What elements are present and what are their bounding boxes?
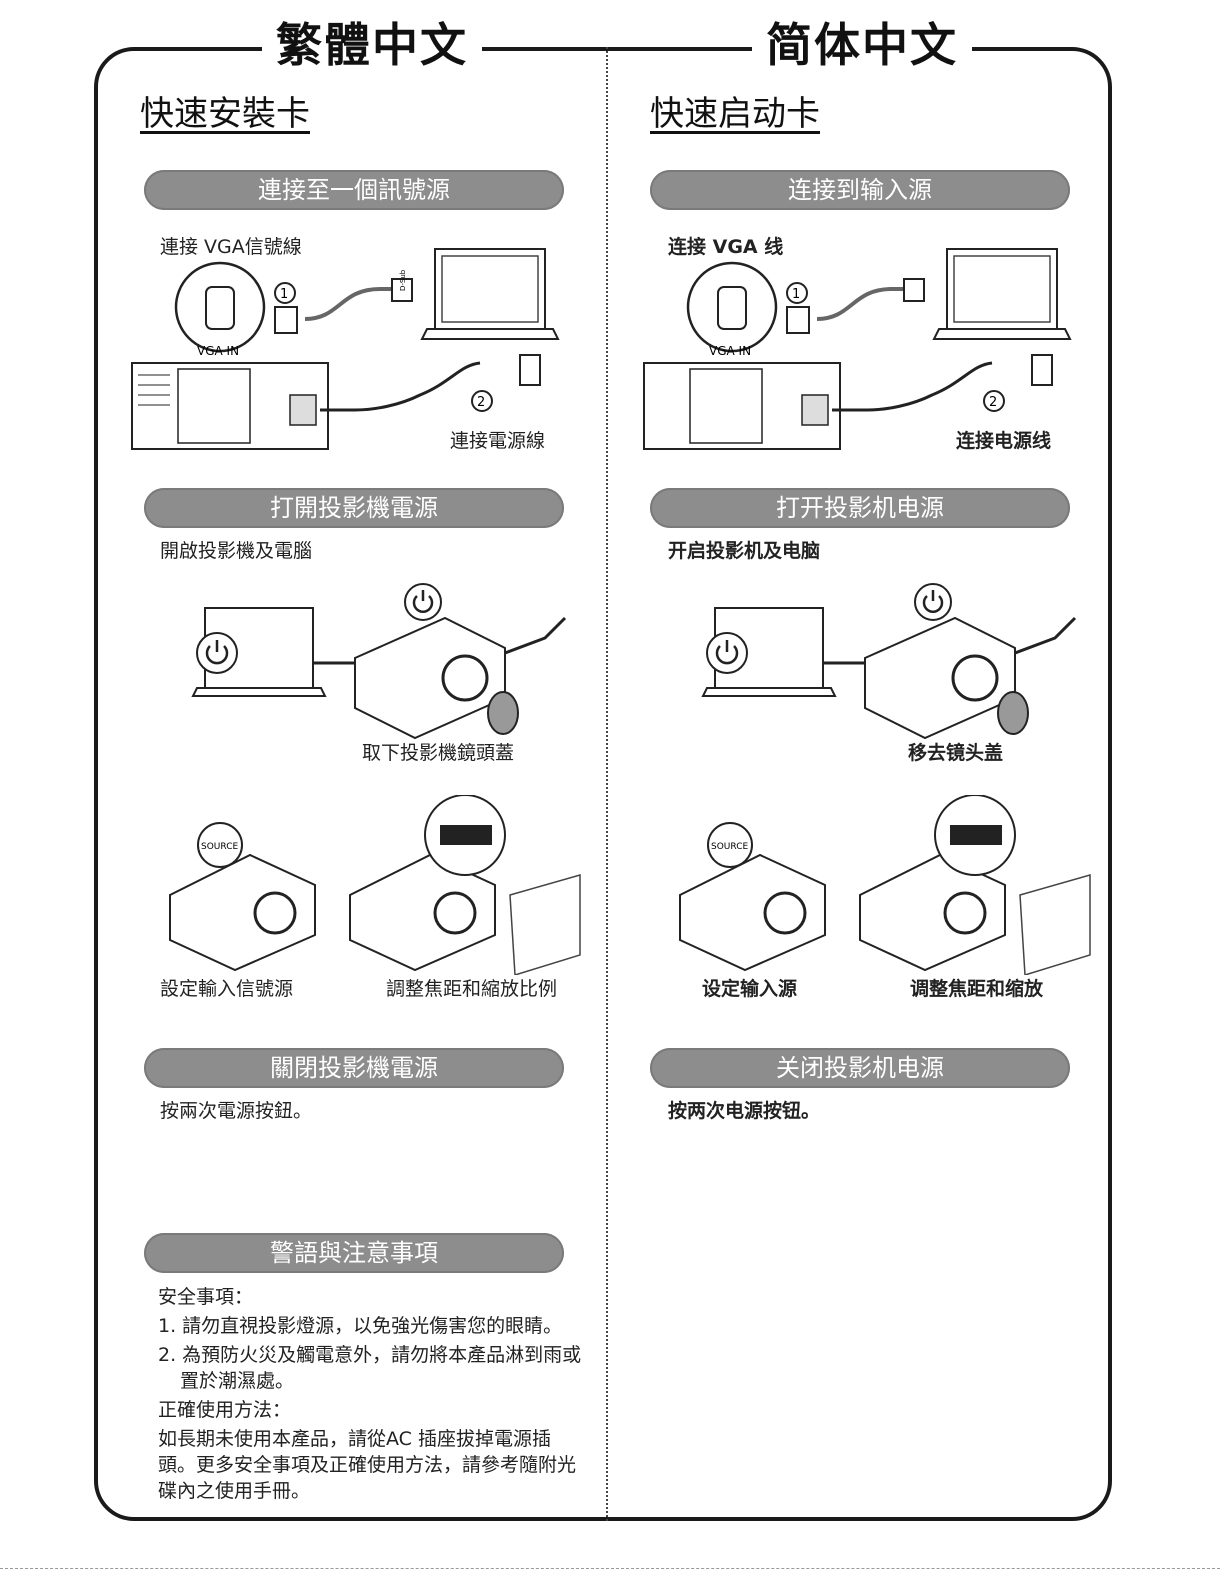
section-connect-traditional: 連接至一個訊號源 — [144, 170, 564, 210]
connect-vga-simplified: 连接 VGA 线 — [668, 236, 784, 258]
source-label: SOURCE — [711, 842, 748, 852]
laptop-icon — [420, 248, 560, 340]
step-2-badge: 2 — [989, 395, 997, 410]
projector-rear-icon — [643, 362, 841, 450]
projector-icon — [349, 853, 496, 972]
connect-power-simplified: 连接电源线 — [956, 430, 1052, 452]
usage-text: 如長期未使用本產品，請從AC 插座拔掉電源插頭。更多安全事項及正確使用方法，請參… — [158, 1428, 577, 1502]
column-divider — [606, 47, 608, 1521]
source-focus-illustration-traditional: SOURCE — [169, 795, 581, 975]
power-button-icon — [404, 583, 442, 621]
laptop-icon — [701, 607, 837, 697]
set-source-simplified: 设定输入源 — [702, 978, 798, 1000]
power-on-text-simplified: 开启投影机及电脑 — [668, 540, 821, 562]
source-label: SOURCE — [201, 842, 238, 852]
svg-text:1: 1 — [280, 287, 288, 302]
projector-icon — [864, 616, 1029, 740]
safety-item-1: 1. 請勿直視投影燈源，以免強光傷害您的眼睛。 — [158, 1315, 563, 1337]
power-button-icon — [914, 583, 952, 621]
heading-traditional: 繁體中文 — [262, 14, 482, 76]
power-button-icon — [196, 632, 238, 674]
power-cable-icon: 2 — [320, 354, 541, 412]
power-on-text-traditional: 開啟投影機及電腦 — [160, 540, 313, 562]
step-2-badge: 2 — [477, 395, 485, 410]
section-power-on-traditional: 打開投影機電源 — [144, 488, 564, 528]
section-warning-traditional: 警語與注意事項 — [144, 1233, 564, 1273]
warning-notes: 安全事項： 1. 請勿直視投影燈源，以免強光傷害您的眼睛。 2. 為預防火災及觸… — [158, 1284, 588, 1507]
section-connect-simplified: 连接到输入源 — [650, 170, 1070, 210]
step-1-badge: 1 — [786, 282, 808, 304]
projector-icon — [169, 853, 316, 972]
vga-port-callout: VGA IN — [686, 261, 778, 358]
usage-title: 正確使用方法： — [158, 1399, 292, 1421]
zoom-ring-callout — [934, 795, 1016, 876]
section-power-off-traditional: 關閉投影機電源 — [144, 1048, 564, 1088]
remove-lens-cap-traditional: 取下投影機鏡頭蓋 — [362, 742, 515, 764]
card-frame — [94, 47, 1112, 1521]
vga-cable-icon — [786, 278, 925, 334]
projector-icon — [859, 853, 1006, 972]
vga-in-label: VGA IN — [709, 344, 751, 358]
dsub-label: D-Sub — [399, 269, 407, 291]
power-button-icon — [706, 632, 748, 674]
heading-simplified: 简体中文 — [752, 14, 972, 76]
power-on-illustration-traditional — [191, 583, 567, 740]
set-source-traditional: 設定輸入信號源 — [160, 978, 294, 1000]
step-1-badge: 1 — [274, 282, 296, 304]
source-focus-illustration-simplified: SOURCE — [679, 795, 1091, 975]
power-plug-icon — [504, 616, 567, 655]
power-plug-icon — [1014, 616, 1077, 655]
card-title-simplified: 快速启动卡 — [650, 94, 820, 134]
vga-in-label: VGA IN — [197, 344, 239, 358]
section-power-off-simplified: 关闭投影机电源 — [650, 1048, 1070, 1088]
source-button-icon: SOURCE — [707, 822, 753, 868]
vga-cable-icon: D-Sub — [274, 269, 413, 334]
connect-vga-traditional: 連接 VGA信號線 — [160, 236, 302, 258]
safety-item-2: 2. 為預防火災及觸電意外，請勿將本產品淋到雨或置於潮濕處。 — [158, 1344, 582, 1392]
svg-text:1: 1 — [792, 287, 800, 302]
projector-icon — [679, 853, 826, 972]
screen-icon — [1019, 874, 1091, 975]
projector-rear-icon — [131, 362, 329, 450]
connect-power-traditional: 連接電源線 — [450, 430, 546, 452]
projector-icon — [354, 616, 519, 740]
power-off-text-simplified: 按两次电源按钮。 — [668, 1100, 821, 1122]
zoom-ring-callout — [424, 795, 506, 876]
source-button-icon: SOURCE — [197, 822, 243, 868]
power-off-text-traditional: 按兩次電源按鈕。 — [160, 1100, 313, 1122]
crop-strip — [0, 1568, 1220, 1575]
remove-lens-cap-simplified: 移去镜头盖 — [908, 742, 1004, 764]
power-cable-icon: 2 — [832, 354, 1053, 412]
section-power-on-simplified: 打开投影机电源 — [650, 488, 1070, 528]
power-on-illustration-simplified — [701, 583, 1077, 740]
safety-title: 安全事項： — [158, 1286, 254, 1308]
connect-illustration-traditional: D-Sub VGA IN 1 2 — [131, 248, 560, 450]
connect-illustration-simplified: VGA IN 1 2 — [643, 248, 1072, 450]
card-title-traditional: 快速安裝卡 — [140, 94, 310, 134]
adjust-focus-traditional: 調整焦距和縮放比例 — [386, 978, 558, 1000]
screen-icon — [509, 874, 581, 975]
laptop-icon — [932, 248, 1072, 340]
vga-port-callout: VGA IN — [174, 261, 266, 358]
adjust-focus-simplified: 调整焦距和缩放 — [910, 978, 1044, 1000]
